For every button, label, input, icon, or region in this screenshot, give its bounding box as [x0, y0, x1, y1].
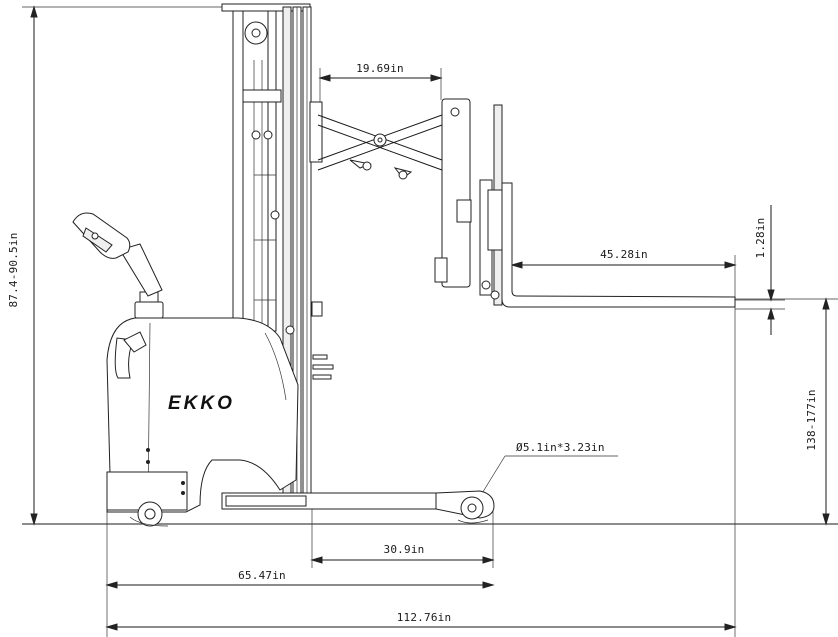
base-leg	[221, 490, 495, 524]
fork-thickness-dimension: 1.28in	[735, 205, 785, 335]
wheelbase-label: 30.9in	[384, 543, 425, 556]
overall-length-dimension: 112.76in	[105, 611, 737, 631]
fork-thickness-label: 1.28in	[754, 218, 767, 259]
scissor-reach-mechanism	[309, 101, 443, 180]
brand-logo: EKKO	[168, 393, 235, 414]
reach-travel-label: 19.69in	[356, 62, 404, 75]
truck-body: EKKO	[106, 317, 299, 527]
carriage-and-forks	[434, 98, 736, 308]
mast	[221, 3, 312, 494]
reach-travel-dimension: 19.69in	[318, 62, 443, 120]
overall-length-label: 112.76in	[397, 611, 452, 624]
steering-tiller	[72, 212, 164, 319]
load-wheel-callout: Ø5.1in*3.23in	[472, 441, 618, 509]
body-length-dimension: 65.47in	[105, 510, 495, 637]
load-wheel-label: Ø5.1in*3.23in	[516, 441, 605, 454]
mast-height-label: 87.4-90.5in	[7, 232, 20, 307]
fork-length-dimension: 45.28in	[510, 248, 737, 637]
mast-height-dimension: 87.4-90.5in	[7, 5, 222, 526]
body-length-label: 65.47in	[238, 569, 286, 582]
control-levers	[311, 301, 334, 380]
wheelbase-dimension: 30.9in	[310, 500, 495, 568]
fork-length-label: 45.28in	[600, 248, 648, 261]
lift-height-dimension: 138-177in	[735, 297, 838, 526]
lift-height-label: 138-177in	[805, 389, 818, 450]
fork	[501, 182, 736, 308]
